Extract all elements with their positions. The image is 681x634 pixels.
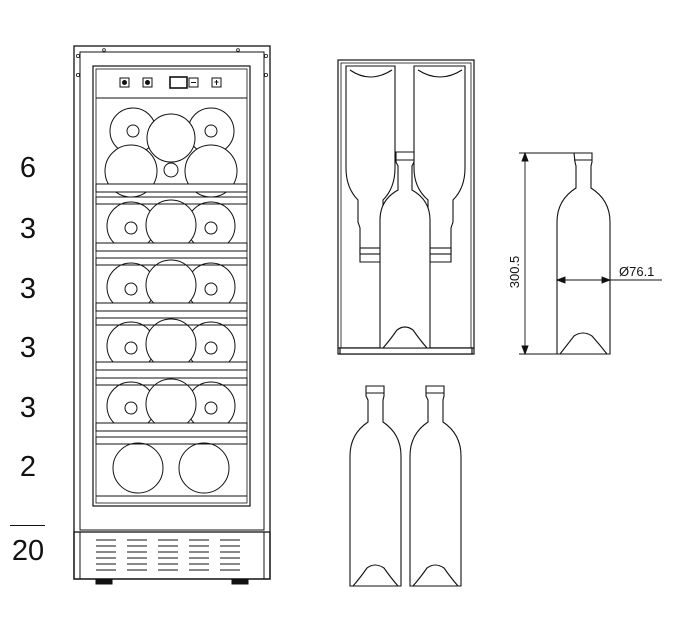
shelf-count-4: 3 xyxy=(19,332,37,364)
dimension-lines xyxy=(519,151,662,356)
shelf-rail-5 xyxy=(95,377,248,432)
shelf-rail-1 xyxy=(95,183,248,193)
total-separator-line xyxy=(10,525,45,526)
side-bottle-center xyxy=(379,151,431,349)
shelf-count-6: 2 xyxy=(19,451,37,483)
shelf-4-bottles xyxy=(106,318,236,371)
shelf-rail-3 xyxy=(95,257,248,312)
shelf-rail-6 xyxy=(95,436,248,497)
shelf-5-bottles xyxy=(106,378,236,431)
cooler-feet xyxy=(95,578,249,585)
loose-bottle-left xyxy=(349,385,402,587)
shelf-count-5: 3 xyxy=(19,392,37,424)
shelf-3-bottles xyxy=(106,259,236,312)
total-count: 20 xyxy=(11,535,45,567)
shelf-count-2: 3 xyxy=(19,213,37,245)
dimension-diameter-label: Ø76.1 xyxy=(619,264,654,279)
shelf-count-3: 3 xyxy=(19,273,37,305)
cooler-side-section xyxy=(337,59,475,355)
shelf-2-bottles xyxy=(106,199,236,251)
dimension-height-label: 300.5 xyxy=(507,256,522,289)
control-panel-buttons xyxy=(119,76,222,89)
shelf-rail-2 xyxy=(95,196,248,252)
loose-bottle-right xyxy=(409,385,462,587)
shelf-count-1: 6 xyxy=(19,152,37,184)
shelf-6-bottles xyxy=(112,442,230,494)
shelf-rail-4 xyxy=(95,317,248,371)
dimension-bottle xyxy=(556,152,611,355)
vent-grille xyxy=(73,531,271,580)
